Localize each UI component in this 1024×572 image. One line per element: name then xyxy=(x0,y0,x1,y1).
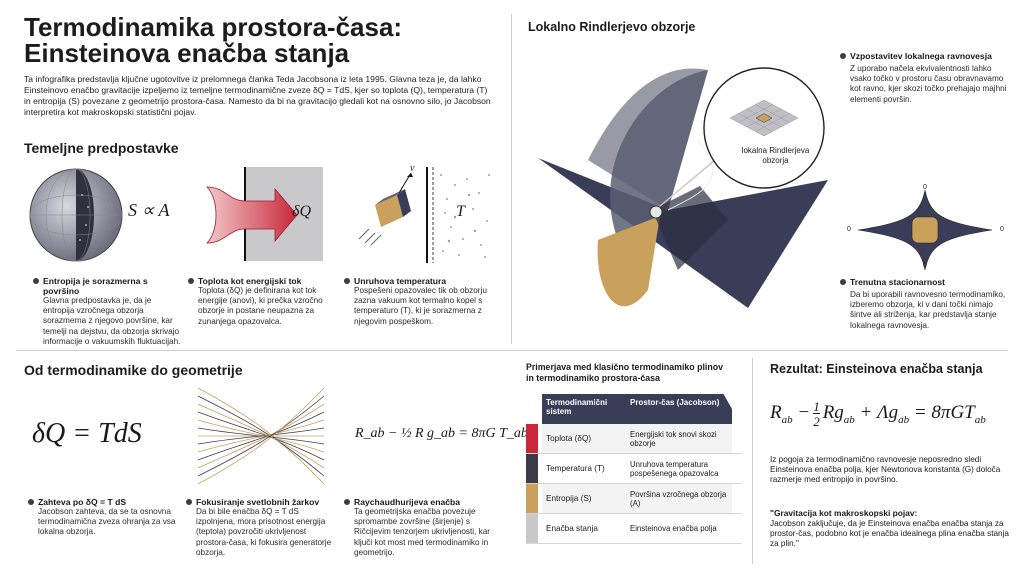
bullet-dot xyxy=(840,279,846,285)
geometry-item-1: Zahteva po δQ = T dS Jacobson zahteva, d… xyxy=(28,497,178,538)
intro-paragraph: Ta infografika predstavlja ključne ugoto… xyxy=(24,74,491,117)
comparison-row-right: Površina vzročnega obzorja (A) xyxy=(626,484,732,513)
zero-label-top: 0 xyxy=(923,184,927,191)
comparison-table: Termodinamični sistem Prostor-čas (Jacob… xyxy=(526,394,742,544)
bullet-dot xyxy=(28,499,34,505)
premise-heat-text: Toplota (δQ) je definirana kot tok energ… xyxy=(198,286,323,326)
comparison-row-swatch xyxy=(526,514,538,543)
page-title: Termodinamika prostora-časa: Einsteinova… xyxy=(24,14,494,66)
comparison-row-left: Temperatura (T) xyxy=(542,454,626,483)
comparison-row: Entropija (S)Površina vzročnega obzorja … xyxy=(526,484,742,514)
geometry-item-3-title: Raychaudhurijeva enačba xyxy=(354,497,461,507)
comparison-row: Temperatura (T)Unruhova temperatura posp… xyxy=(526,454,742,484)
comparison-row-left: Enačba stanja xyxy=(542,514,626,543)
geometry-item-3-text: Ta geometrijska enačba povezuje spromamb… xyxy=(354,507,491,557)
equilibrium-text: Z uporabo načela ekvivalentnosti lahko v… xyxy=(850,64,1007,104)
comparison-row-right: Energijski tok snovi skozi obzorje xyxy=(626,424,732,453)
premise-entropy-title: Entropija je sorazmerna s površino xyxy=(43,276,148,296)
entropy-area-symbol: S ∝ A xyxy=(128,200,170,220)
rindler-heading: Lokalno Rindlerjevo obzorje xyxy=(528,20,696,34)
magnifier-label: lokalna Rindlerjeva obzorja xyxy=(738,146,813,166)
divider-vertical-top xyxy=(511,14,512,344)
local-grid xyxy=(729,99,799,137)
bullet-dot xyxy=(186,499,192,505)
comparison-col1-header: Termodinamični sistem xyxy=(542,394,626,424)
comparison-row-swatch xyxy=(526,424,538,453)
unruh-illustration xyxy=(358,167,490,263)
comparison-row: Toplota (δQ)Energijski tok snovi skozi o… xyxy=(526,424,742,454)
result-text: Iz pogoja za termodinamično ravnovesje n… xyxy=(770,455,1001,485)
result-quote-title: "Gravitacija kot makroskopski pojav: xyxy=(770,508,918,518)
comparison-row-right: Unruhova temperatura pospešenega opazova… xyxy=(626,454,732,483)
geometry-item-1-text: Jacobson zahteva, da se ta osnovna termo… xyxy=(38,507,176,537)
light-ray-focusing-diagram xyxy=(197,387,325,485)
geometry-heading: Od termodinamike do geometrije xyxy=(24,362,243,378)
comparison-row-swatch xyxy=(526,454,538,483)
stationarity-diagram xyxy=(857,189,993,271)
magnifier-label-line2: obzorja xyxy=(762,156,789,165)
divider-horizontal xyxy=(16,350,1008,351)
comparison-header-row: Termodinamični sistem Prostor-čas (Jacob… xyxy=(526,394,742,424)
stationary-title: Trenutna stacionarnost xyxy=(850,277,946,287)
geometry-item-2: Fokusiranje svetlobnih žarkov Da bi bile… xyxy=(186,497,336,558)
magnifier-label-line1: lokalna Rindlerjeva xyxy=(741,146,810,155)
stationary-text: Da bi uporabili ravnovesno termodinamiko… xyxy=(850,290,1006,330)
premise-entropy-text: Glavna predpostavka je, da je entropija … xyxy=(43,296,181,346)
premise-unruh-title: Unruhova temperatura xyxy=(354,276,447,286)
title-line-2: Einsteinova enačba stanja xyxy=(24,38,350,68)
geometry-item-1-title: Zahteva po δQ = T dS xyxy=(38,497,127,507)
premise-entropy: Entropija je sorazmerna s površino Glavn… xyxy=(33,276,183,347)
geometry-item-2-text: Da bi bile enačba δQ = T dS izpolnjena, … xyxy=(196,507,332,557)
heat-symbol: δQ xyxy=(292,203,311,220)
comparison-heading-line2: in termodinamiko prostora-časa xyxy=(526,373,660,383)
result-heading: Rezultat: Einsteinova enačba stanja xyxy=(770,362,983,376)
stationary-block: Trenutna stacionarnost Da bi uporabili r… xyxy=(840,277,1010,331)
comparison-row-left: Entropija (S) xyxy=(542,484,626,513)
entropy-surface-gold xyxy=(597,216,660,307)
light-cone-dark xyxy=(610,70,708,240)
premise-unruh-text: Pospešeni opazovalec tik ob obzorju zazn… xyxy=(354,286,487,326)
result-quote-text: Jacobson zaključuje, da je Einsteinova e… xyxy=(770,519,1009,549)
bullet-dot xyxy=(188,278,194,284)
geometry-item-3: Raychaudhurijeva enačba Ta geometrijska … xyxy=(344,497,504,558)
premise-heat: Toplota kot energijski tok Toplota (δQ) … xyxy=(188,276,338,327)
sphere-illustration xyxy=(29,168,123,262)
bullet-dot xyxy=(33,278,39,284)
equilibrium-title: Vzpostavitev lokalnega ravnovesja xyxy=(850,51,992,61)
comparison-heading-line1: Primerjava med klasično termodinamiko pl… xyxy=(526,362,724,372)
premise-heat-title: Toplota kot energijski tok xyxy=(198,276,302,286)
rindler-horizon-diagram xyxy=(538,67,828,308)
temperature-symbol: T xyxy=(456,203,465,220)
divider-vertical-bottom xyxy=(752,358,753,564)
premises-heading: Temeljne predpostavke xyxy=(24,140,179,156)
bullet-dot xyxy=(344,499,350,505)
comparison-row-swatch xyxy=(526,484,538,513)
bullet-dot xyxy=(840,53,846,59)
point-marker xyxy=(649,205,663,219)
premise-unruh: Unruhova temperatura Pospešeni opazovale… xyxy=(344,276,494,327)
comparison-col2-header: Prostor-čas (Jacobson) xyxy=(626,394,732,424)
geometry-item-2-title: Fokusiranje svetlobnih žarkov xyxy=(196,497,320,507)
zero-label-bottom: 0 xyxy=(923,262,927,269)
bullet-dot xyxy=(344,278,350,284)
main-equation: δQ = TdS xyxy=(32,418,142,449)
comparison-row-right: Einsteinova enačba polja xyxy=(626,514,732,543)
zero-label-left: 0 xyxy=(847,226,851,233)
heat-flow-illustration xyxy=(206,167,323,261)
velocity-symbol: v xyxy=(410,163,415,174)
equilibrium-block: Vzpostavitev lokalnega ravnovesja Z upor… xyxy=(840,51,1010,105)
comparison-heading: Primerjava med klasično termodinamiko pl… xyxy=(526,362,746,384)
title-line-1: Termodinamika prostora-časa: xyxy=(24,12,403,42)
comparison-row-left: Toplota (δQ) xyxy=(542,424,626,453)
raychaudhuri-equation: R_ab − ½ R g_ab = 8πG T_ab xyxy=(355,426,528,441)
zero-label-right: 0 xyxy=(1000,226,1004,233)
